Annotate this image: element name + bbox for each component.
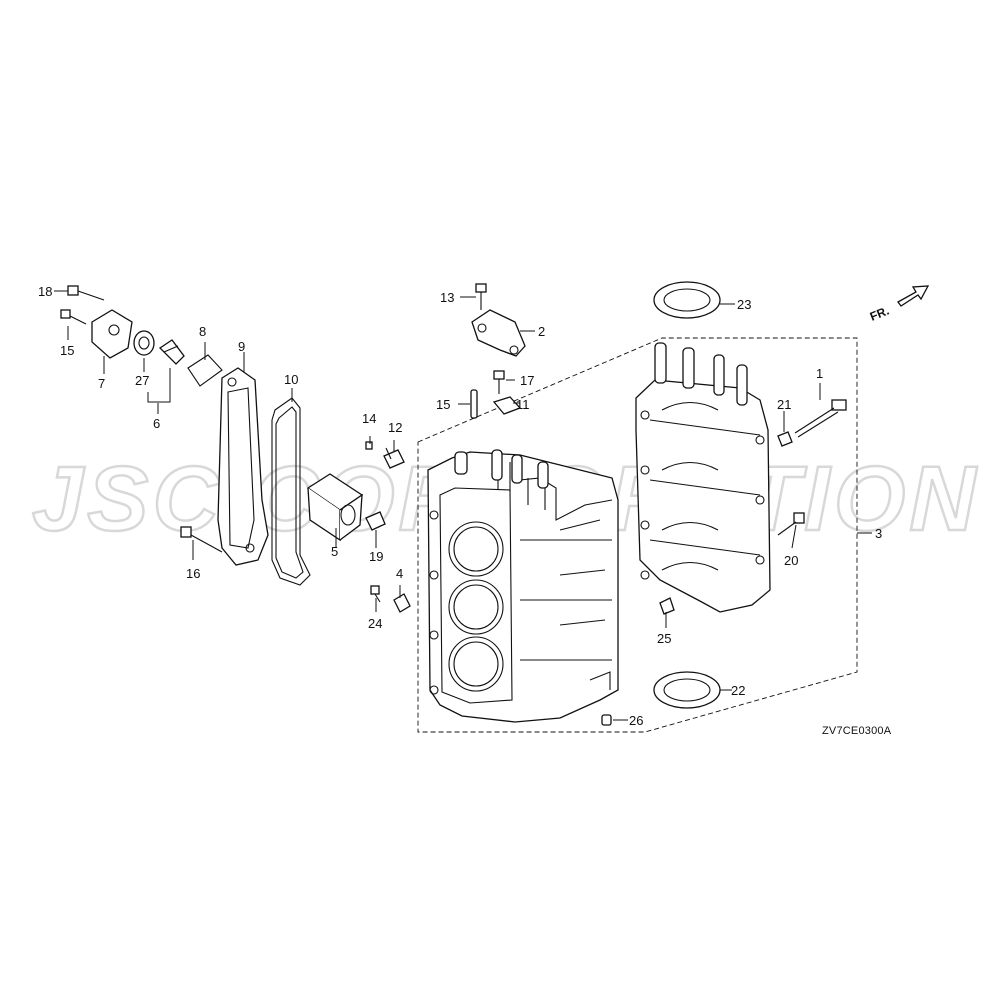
- stud-24: [370, 585, 381, 603]
- callout-17: 17: [520, 373, 534, 388]
- callout-13: 13: [440, 290, 454, 305]
- callout-14: 14: [362, 411, 376, 426]
- callout-6: 6: [153, 416, 160, 431]
- callout-4: 4: [396, 566, 403, 581]
- callout-19: 19: [369, 549, 383, 564]
- callout-9: 9: [238, 339, 245, 354]
- callout-2: 2: [538, 324, 545, 339]
- crankcase: [635, 342, 771, 613]
- callout-15-left: 15: [60, 343, 74, 358]
- dowel-pin-26: [601, 714, 612, 726]
- dowel-pin-25: [659, 597, 675, 615]
- callout-22: 22: [731, 683, 745, 698]
- callout-15-center: 15: [436, 397, 450, 412]
- stud-15: [470, 389, 478, 419]
- front-label: FR.: [868, 304, 891, 324]
- fitting-19: [365, 511, 386, 531]
- callout-11: 11: [516, 397, 530, 412]
- seal-27: [133, 330, 155, 356]
- callout-3: 3: [875, 526, 882, 541]
- oil-seal-22: [653, 671, 721, 709]
- callout-27: 27: [135, 373, 149, 388]
- washer-21: [777, 431, 793, 447]
- callout-21: 21: [777, 397, 791, 412]
- callout-7: 7: [98, 376, 105, 391]
- oil-filter-5: [306, 473, 364, 542]
- bolt-13: [475, 283, 487, 310]
- cylinder-block: [427, 449, 619, 723]
- bolt-18: [67, 285, 105, 301]
- bolt-15-left: [60, 309, 87, 325]
- clip-11: [492, 396, 522, 415]
- bolt-1: [794, 399, 847, 438]
- callout-25: 25: [657, 631, 671, 646]
- callout-23: 23: [737, 297, 751, 312]
- gasket-8: [187, 354, 223, 387]
- bolt-16: [180, 526, 223, 553]
- diagram-code: ZV7CE0300A: [822, 725, 892, 737]
- callout-20: 20: [784, 553, 798, 568]
- oil-pressure-switch-12: [383, 447, 405, 469]
- callout-10: 10: [284, 372, 298, 387]
- bolt-20: [777, 512, 805, 536]
- front-arrow-icon: [897, 285, 930, 307]
- callout-16: 16: [186, 566, 200, 581]
- callout-18: 18: [38, 284, 52, 299]
- callout-1: 1: [816, 366, 823, 381]
- leader-lines: [54, 290, 872, 721]
- cover-9: [217, 367, 269, 566]
- callout-12: 12: [388, 420, 402, 435]
- callout-5: 5: [331, 544, 338, 559]
- gasket-10: [271, 397, 311, 586]
- cap-4: [393, 593, 411, 613]
- thermostat-6: [158, 339, 185, 365]
- callout-8: 8: [199, 324, 206, 339]
- crankcase-assembly-outline: [417, 337, 858, 733]
- thermostat-cover-7: [91, 309, 133, 359]
- bolt-17: [493, 370, 505, 394]
- callout-24: 24: [368, 616, 382, 631]
- bracket-2: [471, 309, 526, 357]
- callout-26: 26: [629, 713, 643, 728]
- oil-seal-23: [653, 281, 721, 319]
- bolt-14: [365, 441, 373, 450]
